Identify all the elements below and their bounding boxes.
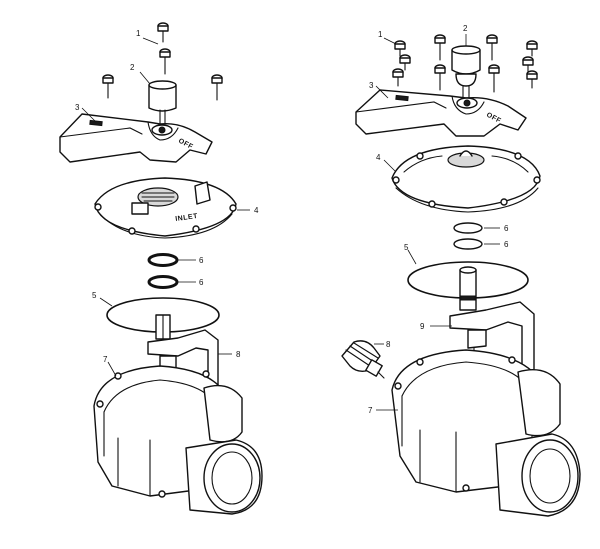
- right-screw-cluster-right: [522, 40, 538, 89]
- left-callout-3: 3: [75, 103, 80, 112]
- left-valve-assembly: OFF INLET: [59, 22, 263, 515]
- left-screw-side-right: [211, 74, 223, 101]
- right-cover: [391, 145, 541, 213]
- right-callout-8: 8: [386, 340, 391, 349]
- left-callout-6-upper: 6: [199, 256, 204, 265]
- right-screw-inner-right: [486, 34, 500, 93]
- left-valve-body: [93, 365, 263, 515]
- left-callout-6-lower: 6: [199, 278, 204, 287]
- right-callout-6-lower: 6: [504, 240, 509, 249]
- left-callout-1: 1: [136, 29, 141, 38]
- right-callout-3: 3: [369, 81, 374, 90]
- right-check-valve: [341, 340, 385, 379]
- left-cover: INLET: [94, 177, 237, 239]
- right-callout-1: 1: [378, 30, 383, 39]
- left-handle: OFF: [59, 113, 213, 163]
- left-callout-8: 8: [236, 350, 241, 359]
- left-screw-side-left: [102, 74, 114, 99]
- right-o-ring-upper: [453, 222, 483, 234]
- left-callout-4: 4: [254, 206, 259, 215]
- right-valve-assembly: OFF: [341, 24, 581, 517]
- left-callout-7: 7: [103, 355, 108, 364]
- right-callout-4: 4: [376, 153, 381, 162]
- left-o-ring-upper: [147, 253, 179, 267]
- right-callout-5: 5: [404, 243, 409, 252]
- left-knob-cap: [148, 80, 177, 127]
- right-callout-2: 2: [463, 24, 468, 33]
- right-screw-cluster-left: [392, 40, 411, 87]
- right-callout-9: 9: [420, 322, 425, 331]
- left-cover-inlet-text: INLET: [175, 213, 199, 223]
- right-callouts: 1 2 3 4 6 6 5 9 8 7: [368, 24, 509, 415]
- left-screw-top-2: [159, 48, 171, 75]
- left-screw-top-1: [157, 22, 169, 43]
- left-o-ring-lower: [147, 275, 179, 289]
- right-o-ring-lower: [453, 238, 483, 250]
- right-callout-6-upper: 6: [504, 224, 509, 233]
- left-callout-2: 2: [130, 63, 135, 72]
- right-knob-cap: [451, 45, 481, 101]
- right-callout-7: 7: [368, 406, 373, 415]
- left-callouts: 1 2 3 4 6 6 5 7 8: [75, 29, 259, 377]
- right-valve-body: [391, 349, 581, 517]
- right-screw-inner-left: [434, 34, 446, 91]
- right-handle: OFF: [355, 89, 527, 137]
- left-callout-5: 5: [92, 291, 97, 300]
